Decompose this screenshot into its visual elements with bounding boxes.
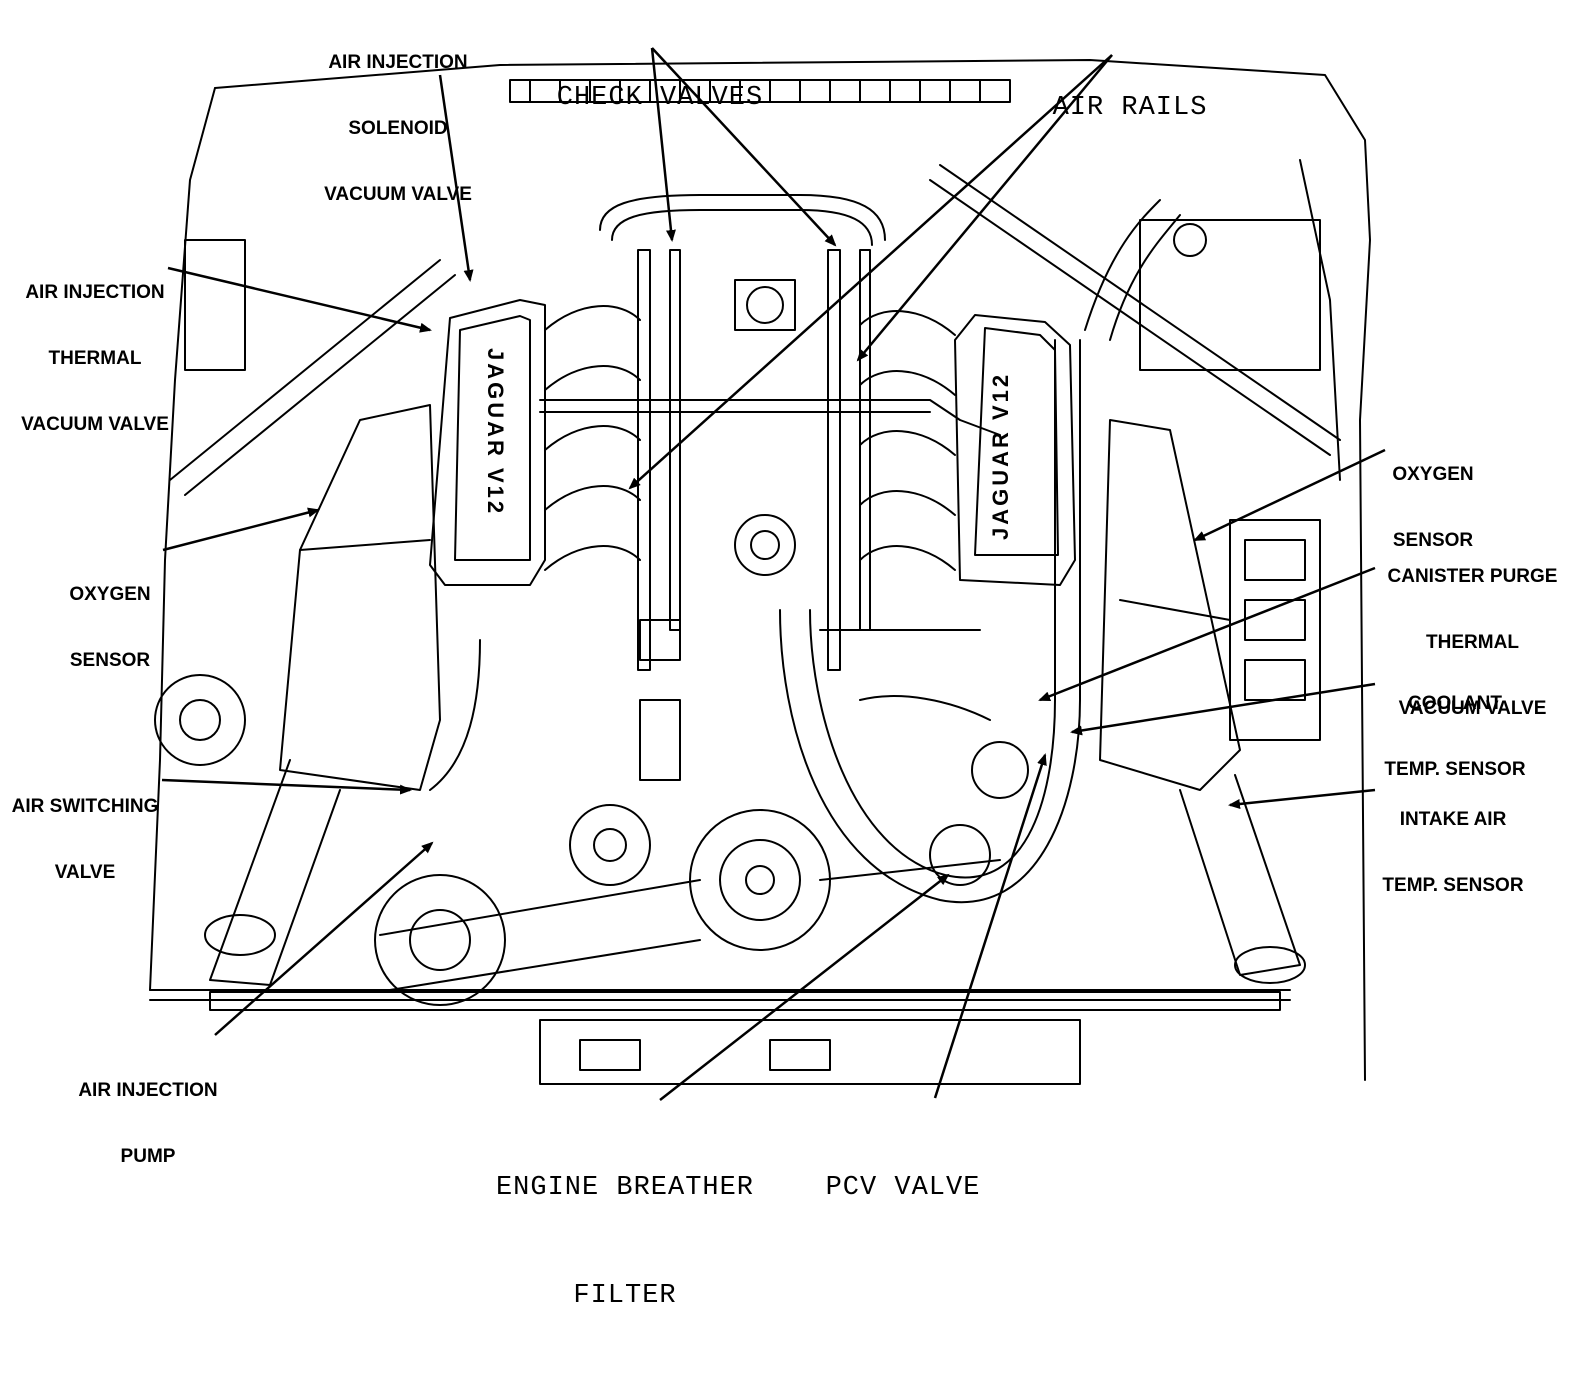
left-air-duct — [209, 759, 341, 986]
leader-coolant-temp — [1070, 682, 1376, 736]
leader-check-valve-1 — [650, 47, 676, 242]
label-oxygen-sensor-left: OXYGEN SENSOR — [55, 540, 165, 716]
label-line: PUMP — [120, 1146, 176, 1167]
leader-check-valve-2 — [651, 47, 837, 247]
label-line: OXYGEN — [1392, 464, 1474, 485]
label-line: TEMP. SENSOR — [1382, 875, 1524, 896]
label-line: SENSOR — [69, 650, 151, 671]
label-line: PCV VALVE — [825, 1173, 981, 1203]
label-oxygen-sensor-right: OXYGEN SENSOR — [1378, 420, 1488, 596]
label-line: VALVE — [54, 862, 116, 883]
left-intake-plenum — [429, 299, 546, 586]
crank-pulley — [689, 809, 831, 951]
leader-breather — [659, 873, 950, 1101]
label-line: AIR SWITCHING — [11, 796, 159, 817]
leader-air-rail-2 — [856, 54, 1113, 362]
right-air-duct — [1179, 774, 1301, 976]
leader-oxygen-left — [162, 507, 320, 552]
air-rail-right — [827, 249, 841, 671]
label-line: CHECK VALVES — [556, 83, 764, 113]
label-line: VACUUM VALVE — [324, 184, 472, 205]
label-line: THERMAL — [1426, 632, 1519, 653]
left-cam-cover — [279, 404, 441, 791]
label-air-injection-thermal-vacuum-valve: AIR INJECTION THERMAL VACUUM VALVE — [0, 238, 190, 480]
fender-right-inner — [1299, 159, 1341, 481]
relay-panel — [1229, 519, 1321, 741]
breather-filter-body — [929, 824, 991, 886]
front-bumper-bar — [209, 991, 1281, 1011]
cowl-grille — [509, 79, 1011, 103]
washer-tank-right — [1139, 219, 1321, 371]
distributor — [734, 514, 796, 576]
battery-left — [184, 239, 246, 371]
label-coolant-temp-sensor: COOLANT TEMP. SENSOR — [1370, 649, 1540, 825]
leader-thermal-vac — [167, 266, 432, 333]
strut-left — [169, 259, 441, 481]
leader-canister-purge — [1038, 566, 1376, 702]
label-line: AIR INJECTION — [25, 282, 165, 303]
coolant-cap — [971, 741, 1029, 799]
engine-illustration: JAGUAR V12 JAGUAR V12 — [149, 47, 1386, 1101]
label-engine-breather-filter: ENGINE BREATHER FILTER — [470, 1098, 780, 1386]
engine-badge-right: JAGUAR V12 — [988, 372, 1013, 540]
leader-air-inj-solenoid — [438, 74, 474, 282]
leader-air-pump — [214, 841, 434, 1036]
air-rail-left — [637, 249, 651, 671]
leader-pcv — [933, 753, 1047, 1099]
label-canister-purge-thermal-vacuum-valve: CANISTER PURGE THERMAL VACUUM VALVE — [1370, 522, 1575, 764]
label-air-rails: AIR RAILS — [1035, 18, 1225, 198]
right-cam-cover — [1099, 419, 1241, 791]
fender-left — [149, 87, 216, 991]
label-line: THERMAL — [48, 348, 142, 369]
label-check-valves: CHECK VALVES — [535, 8, 785, 188]
label-pcv-valve: PCV VALVE — [808, 1098, 998, 1278]
radiator-panel — [539, 1019, 1081, 1085]
right-intake-plenum — [954, 314, 1076, 586]
leader-intake-air-temp — [1228, 788, 1376, 809]
label-line: SOLENOID — [348, 118, 448, 139]
leader-air-switching — [161, 778, 412, 795]
label-air-injection-pump: AIR INJECTION PUMP — [58, 1036, 238, 1212]
drive-belt — [379, 879, 701, 991]
label-line: AIR INJECTION — [328, 52, 468, 73]
label-line: SENSOR — [1392, 530, 1474, 551]
label-intake-air-temp-sensor: INTAKE AIR TEMP. SENSOR — [1368, 765, 1538, 941]
label-line: ENGINE BREATHER — [495, 1173, 755, 1203]
brake-reservoir — [154, 674, 246, 766]
label-line: INTAKE AIR — [1399, 809, 1507, 830]
label-line: TEMP. SENSOR — [1384, 759, 1526, 780]
label-air-injection-solenoid-vacuum-valve: AIR INJECTION SOLENOID VACUUM VALVE — [303, 8, 493, 250]
label-line: COOLANT — [1408, 693, 1502, 714]
label-line: OXYGEN — [69, 584, 151, 605]
label-air-switching-valve: AIR SWITCHING VALVE — [0, 752, 170, 928]
big-hose-center — [779, 339, 1081, 904]
engine-badge-left: JAGUAR V12 — [483, 348, 508, 516]
label-line: FILTER — [573, 1281, 677, 1311]
leader-air-rail-1 — [628, 54, 1113, 490]
label-line: VACUUM VALVE — [21, 414, 169, 435]
label-line: VACUUM VALVE — [1398, 698, 1547, 719]
air-pump-pulley — [374, 874, 506, 1006]
hood-outline — [214, 59, 1371, 1081]
idler-pulley — [569, 804, 651, 886]
label-line: AIR INJECTION — [78, 1080, 218, 1101]
label-line: AIR RAILS — [1052, 93, 1208, 123]
leader-oxygen-right — [1193, 448, 1386, 542]
label-line: CANISTER PURGE — [1387, 566, 1558, 587]
engine-compartment-diagram: JAGUAR V12 JAGUAR V12 AIR INJECTION SOLE… — [0, 8, 1575, 1311]
strut-right — [939, 164, 1341, 441]
